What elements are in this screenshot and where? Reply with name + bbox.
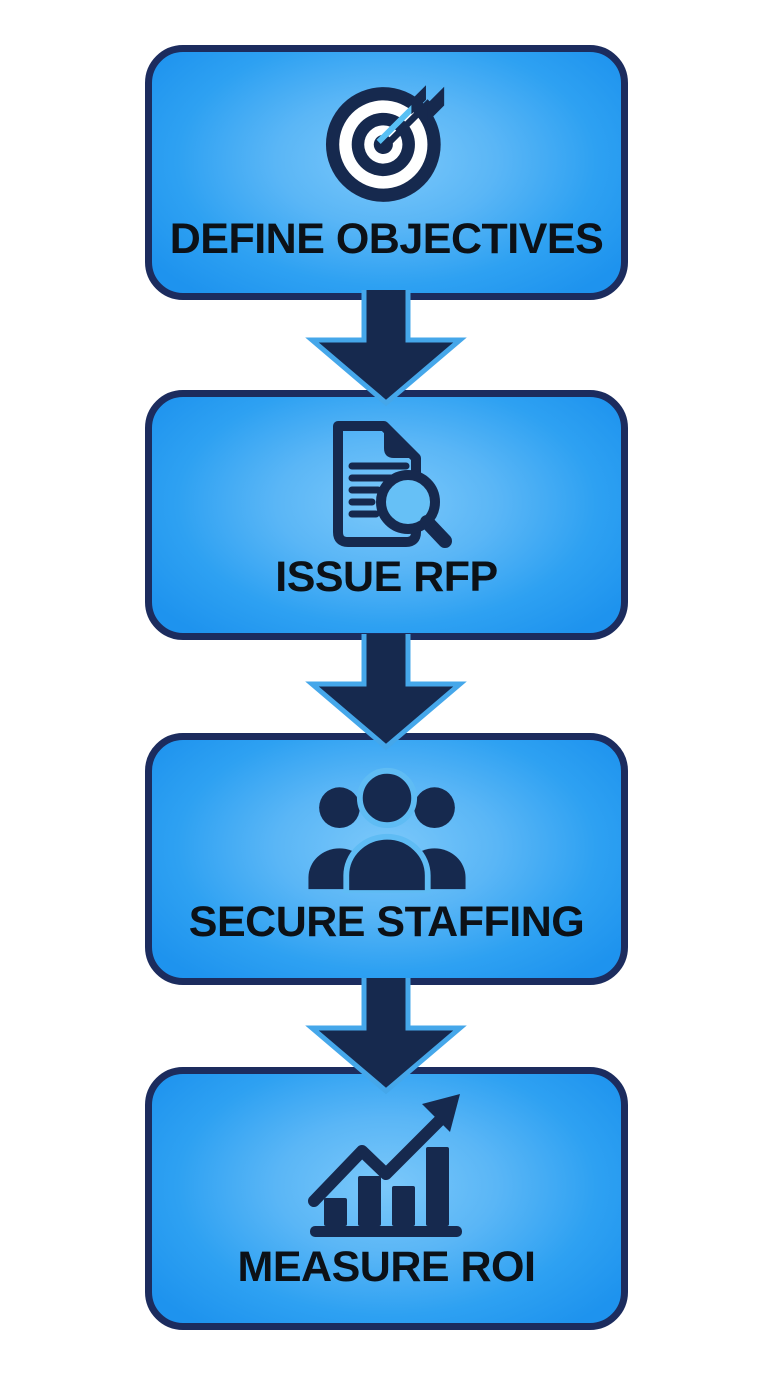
step-box-secure-staffing: SECURE STAFFING bbox=[145, 733, 628, 985]
down-arrow-connector bbox=[305, 290, 467, 407]
step-box-measure-roi: MEASURE ROI bbox=[145, 1067, 628, 1330]
target-dart-icon bbox=[308, 68, 466, 218]
people-group-icon bbox=[302, 756, 472, 901]
step-box-define-objectives: DEFINE OBJECTIVES bbox=[145, 45, 628, 300]
step-label: MEASURE ROI bbox=[237, 1243, 536, 1291]
step-box-issue-rfp: ISSUE RFP bbox=[145, 390, 628, 640]
step-label: SECURE STAFFING bbox=[188, 898, 585, 946]
step-label: DEFINE OBJECTIVES bbox=[169, 215, 604, 263]
document-magnifier-icon bbox=[312, 413, 462, 556]
growth-bar-chart-icon bbox=[301, 1090, 473, 1246]
step-label: ISSUE RFP bbox=[275, 553, 498, 601]
down-arrow-connector bbox=[305, 634, 467, 751]
down-arrow-connector bbox=[305, 978, 467, 1095]
